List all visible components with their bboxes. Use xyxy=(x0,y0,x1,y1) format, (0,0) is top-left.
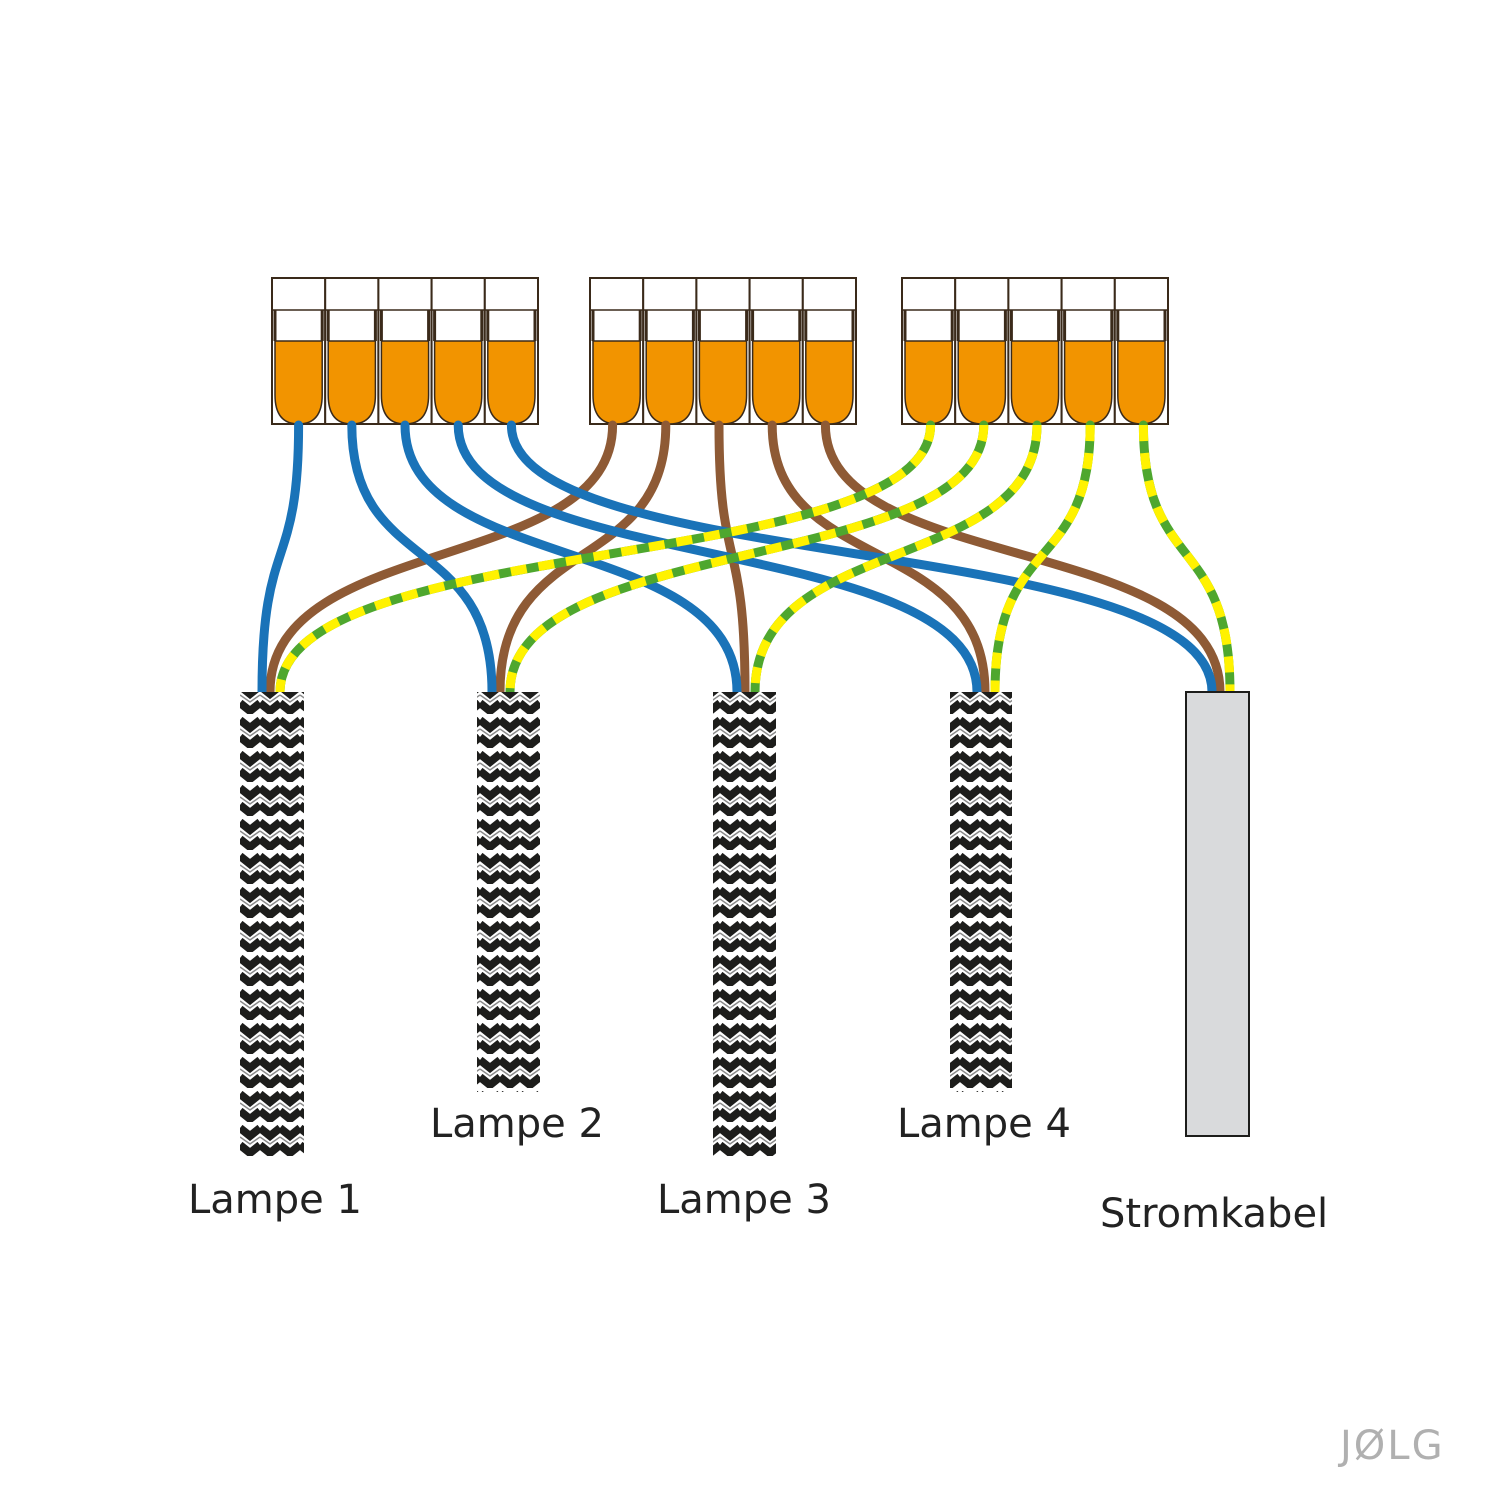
brown-wire xyxy=(820,420,1225,697)
blue-wire xyxy=(347,420,497,697)
connector-port xyxy=(801,277,857,425)
connector-port xyxy=(430,277,486,425)
connector-blocks-earth xyxy=(901,277,1170,425)
power-cable-label: Stromkabel xyxy=(1100,1191,1329,1237)
wago-connectors xyxy=(271,277,1170,425)
connector-port xyxy=(1113,277,1170,425)
lamp-2-cable xyxy=(477,692,540,1092)
earth-wire xyxy=(505,420,989,697)
blue-wire xyxy=(257,420,304,697)
earth-wire xyxy=(990,420,1095,697)
connector-port xyxy=(901,277,957,425)
lamp-3-cable xyxy=(713,692,776,1156)
connector-port xyxy=(483,277,539,425)
wires xyxy=(257,420,1235,697)
blue-wire xyxy=(506,420,1217,697)
connector-port xyxy=(377,277,433,425)
connector-blocks-live xyxy=(589,277,857,425)
lamp-4-label: Lampe 4 xyxy=(897,1101,1071,1147)
connector-blocks-neutral xyxy=(271,277,539,425)
lamp-1-label: Lampe 1 xyxy=(188,1177,362,1223)
connector-port xyxy=(642,277,698,425)
blue-wire xyxy=(400,420,742,697)
lamp-1-cable xyxy=(240,692,304,1156)
connector-port xyxy=(695,277,751,425)
lamp-4-cable xyxy=(950,692,1012,1092)
connector-port xyxy=(271,277,327,425)
brown-wire xyxy=(265,420,618,697)
jolg-logo: JØLG xyxy=(1340,1423,1445,1469)
earth-wire xyxy=(1138,420,1235,697)
lamp-2-label: Lampe 2 xyxy=(430,1101,604,1147)
connector-port xyxy=(954,277,1010,425)
blue-wire xyxy=(453,420,982,697)
connector-port xyxy=(748,277,804,425)
lamp-3-label: Lampe 3 xyxy=(657,1177,831,1223)
cables xyxy=(240,691,1250,1156)
connector-port xyxy=(589,277,645,425)
earth-wire xyxy=(750,420,1042,697)
connector-port xyxy=(1060,277,1116,425)
connector-port xyxy=(1007,277,1063,425)
power-cable xyxy=(1185,691,1250,1137)
connector-port xyxy=(324,277,380,425)
earth-wire xyxy=(275,420,936,697)
